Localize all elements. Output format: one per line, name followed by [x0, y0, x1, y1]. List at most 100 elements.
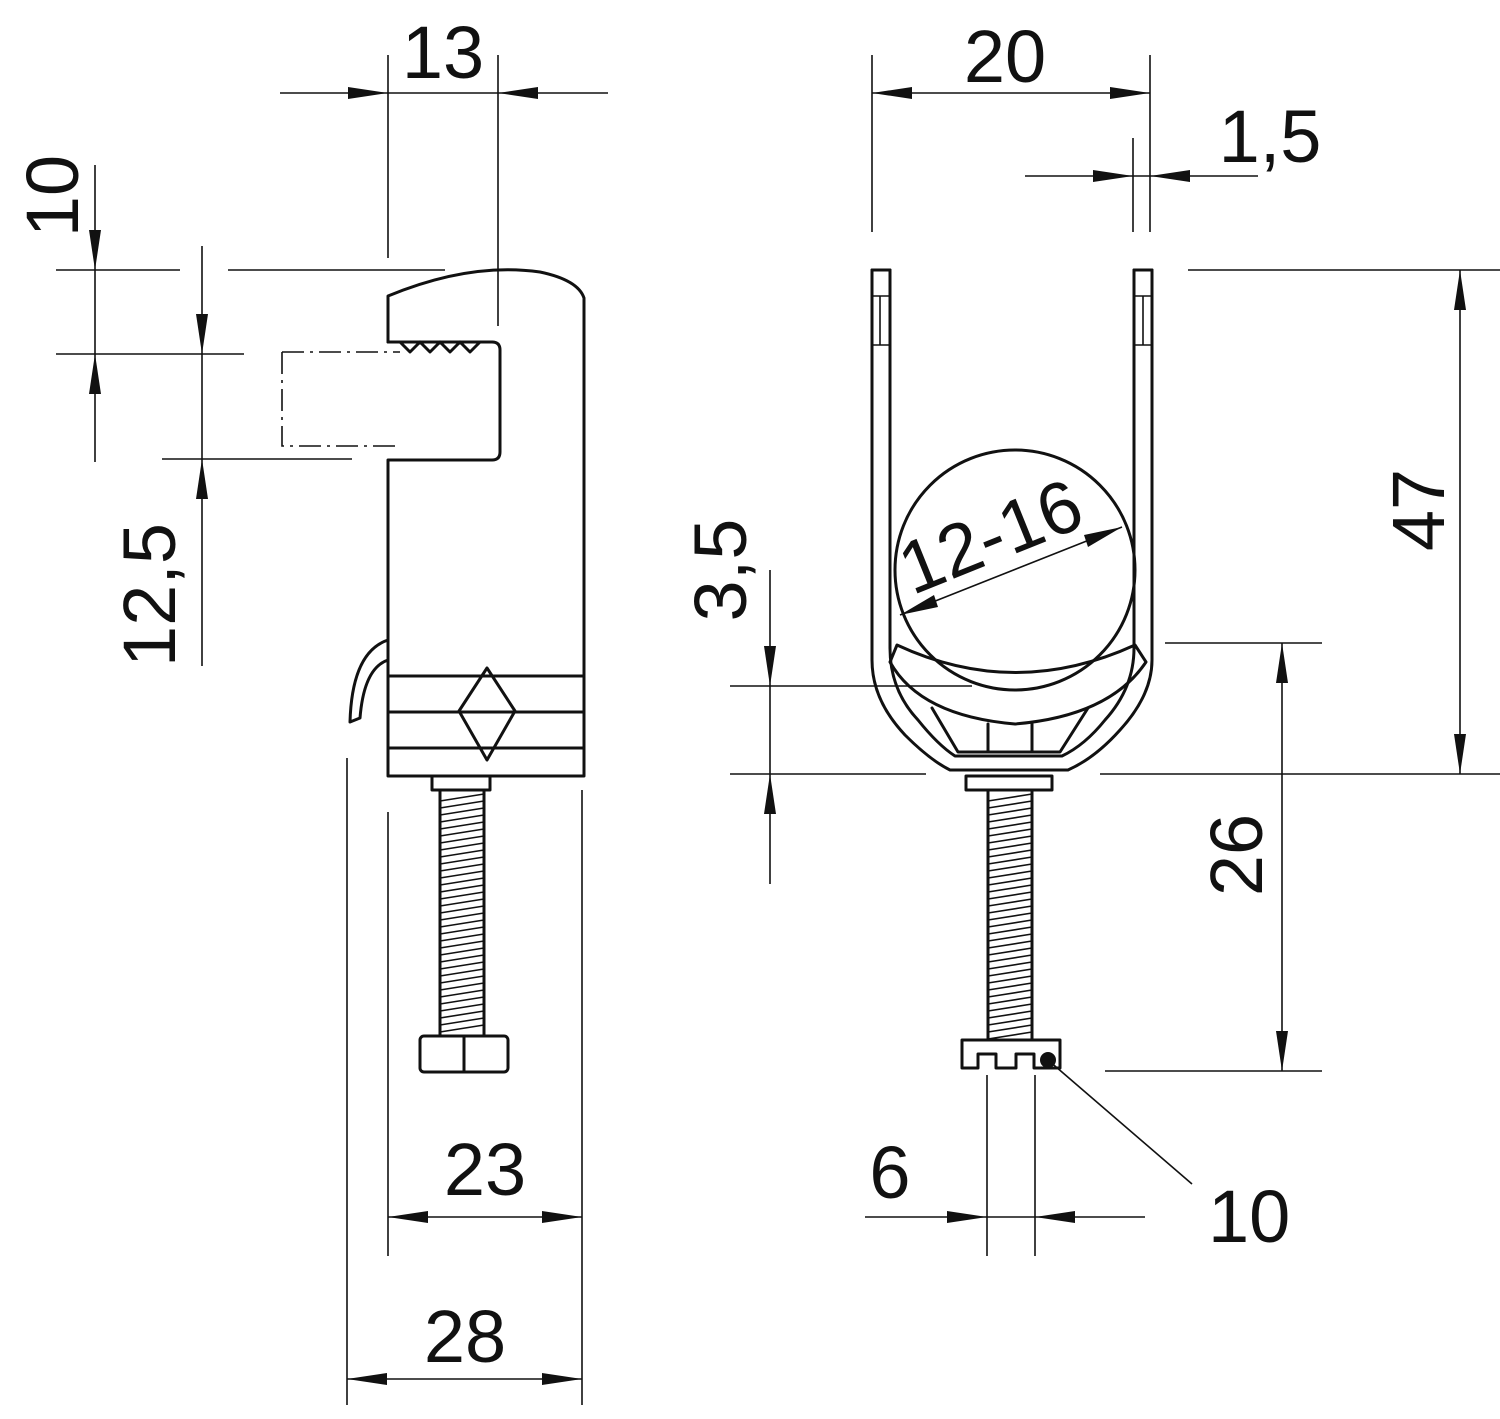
thread-line: [439, 891, 485, 900]
thread-line: [987, 926, 1033, 935]
screw-threads: [439, 793, 485, 1033]
dimension-arrow: [542, 1373, 582, 1385]
thread-line: [439, 828, 485, 837]
u-strap-inner: [888, 268, 1136, 758]
thread-line: [439, 989, 485, 998]
u-strap-outer: [870, 268, 1154, 772]
dimension-arrow: [872, 87, 912, 99]
thread-line: [439, 1017, 485, 1026]
thread-line: [987, 968, 1033, 977]
hole-diamond: [457, 666, 517, 762]
dimension-arrow: [347, 1373, 387, 1385]
thread-line: [987, 849, 1033, 858]
thread-line: [987, 940, 1033, 949]
dimension-arrow: [1093, 170, 1133, 182]
thread-line: [987, 1017, 1033, 1026]
dimension-arrow: [1084, 527, 1122, 547]
thread-line: [439, 870, 485, 879]
dim-label-outer-width: 28: [424, 1295, 506, 1378]
dimension-arrow: [764, 774, 776, 814]
side-hook: [348, 638, 390, 724]
thread-line: [439, 1010, 485, 1019]
thread-line: [987, 821, 1033, 830]
pipe-circle: [893, 448, 1137, 692]
dim-label-nut-size: 10: [1208, 1175, 1290, 1258]
thread-line: [987, 933, 1033, 942]
jaw-teeth: [386, 340, 494, 354]
thread-line: [987, 800, 1033, 809]
thread-line: [987, 1031, 1033, 1040]
dim-label-screw-length: 26: [1195, 814, 1278, 896]
thread-line: [987, 947, 1033, 956]
thread-line: [439, 905, 485, 914]
saddle: [888, 643, 1148, 726]
thread-line: [987, 842, 1033, 851]
thread-line: [439, 842, 485, 851]
thread-line: [987, 793, 1033, 802]
thread-line: [439, 926, 485, 935]
thread-line: [439, 821, 485, 830]
dimension-arrow: [1035, 1211, 1075, 1223]
dim-label-flange-range: 12,5: [108, 523, 191, 667]
thread-line: [439, 793, 485, 802]
dim-label-pipe-range: 12-16: [887, 462, 1094, 610]
thread-line: [987, 975, 1033, 984]
dim-label-inner-width: 23: [444, 1128, 526, 1211]
thread-line: [439, 835, 485, 844]
dimension-arrow: [764, 646, 776, 686]
dimension-arrow: [89, 230, 101, 270]
dim-label-width: 20: [964, 15, 1046, 98]
dimension-arrow: [196, 459, 208, 499]
thread-line: [987, 884, 1033, 893]
thread-line: [439, 800, 485, 809]
dimension-arrow: [1150, 170, 1190, 182]
leader-line: [1047, 1059, 1193, 1185]
dim-label-top-height: 10: [11, 155, 94, 237]
thread-line: [439, 996, 485, 1005]
thread-line: [439, 1024, 485, 1033]
dim-label-offset: 3,5: [679, 519, 762, 622]
washer: [964, 774, 1054, 792]
thread-line: [439, 947, 485, 956]
thread-line: [987, 870, 1033, 879]
dimension-arrow: [498, 87, 538, 99]
thread-line: [987, 828, 1033, 837]
slotted-nut: [960, 1038, 1062, 1070]
dimension-arrow: [542, 1211, 582, 1223]
thread-line: [439, 1003, 485, 1012]
thread-line: [987, 1003, 1033, 1012]
thread-line: [439, 933, 485, 942]
dimension-arrow: [388, 1211, 428, 1223]
thread-line: [439, 849, 485, 858]
saddle-base: [930, 706, 1090, 754]
thread-line: [987, 954, 1033, 963]
thread-line: [987, 877, 1033, 886]
thread-line: [987, 856, 1033, 865]
thread-line: [439, 884, 485, 893]
thread-line: [987, 891, 1033, 900]
thread-line: [439, 961, 485, 970]
thread-line: [987, 898, 1033, 907]
dimension-arrow: [348, 87, 388, 99]
thread-line: [439, 807, 485, 816]
dimension-arrow: [1454, 270, 1466, 310]
thread-line: [987, 989, 1033, 998]
thread-line: [439, 814, 485, 823]
dimension-arrow: [1110, 87, 1150, 99]
thread-line: [439, 877, 485, 886]
thread-line: [987, 1024, 1033, 1033]
thread-line: [439, 975, 485, 984]
thread-line: [987, 863, 1033, 872]
thread-line: [439, 919, 485, 928]
flange-outline: [281, 351, 400, 447]
dim-label-top-width: 13: [402, 11, 484, 94]
dim-label-strap-thickness: 1,5: [1219, 95, 1322, 178]
thread-line: [987, 961, 1033, 970]
side-view: 13 10 12,5 23 28: [11, 11, 608, 1405]
thread-line: [987, 807, 1033, 816]
thread-line: [439, 863, 485, 872]
thread-line: [987, 996, 1033, 1005]
front-view: 12-16 10 20 1,5: [679, 15, 1500, 1258]
thread-line: [439, 940, 485, 949]
